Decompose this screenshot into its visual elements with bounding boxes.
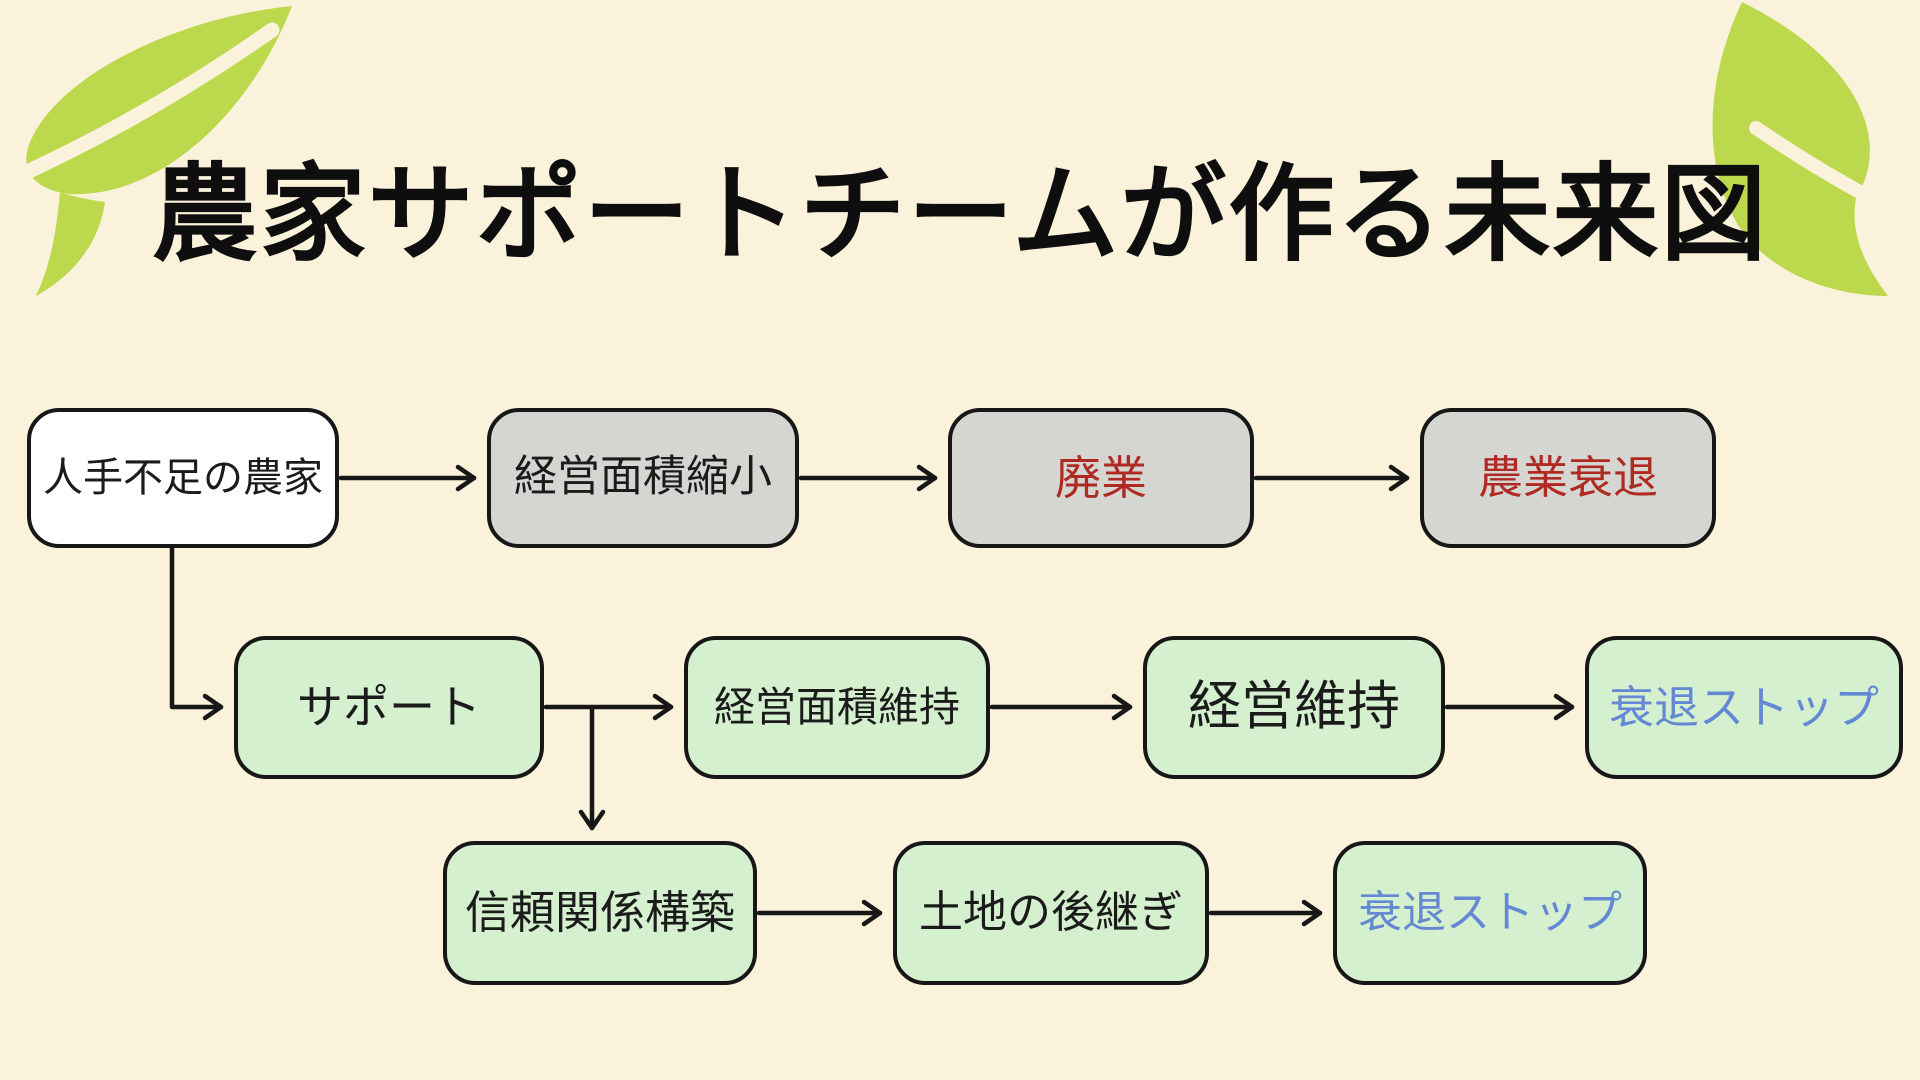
node-support: サポート bbox=[234, 636, 544, 779]
page-title: 農家サポートチームが作る未来図 bbox=[151, 156, 1769, 274]
node-close-business: 廃業 bbox=[948, 408, 1254, 548]
node-management-maintain: 経営維持 bbox=[1143, 636, 1445, 779]
node-decline-stop-bottom: 衰退ストップ bbox=[1333, 841, 1647, 985]
node-trust-building: 信頼関係構築 bbox=[443, 841, 757, 985]
node-agriculture-decline: 農業衰退 bbox=[1420, 408, 1716, 548]
node-decline-stop-top: 衰退ストップ bbox=[1585, 636, 1903, 779]
node-area-maintain: 経営面積維持 bbox=[684, 636, 990, 779]
node-land-succession: 土地の後継ぎ bbox=[893, 841, 1209, 985]
edge-farmers-to-support-arrow bbox=[169, 545, 224, 721]
node-understaffed-farmers: 人手不足の農家 bbox=[27, 408, 339, 548]
node-area-shrink: 経営面積縮小 bbox=[487, 408, 799, 548]
